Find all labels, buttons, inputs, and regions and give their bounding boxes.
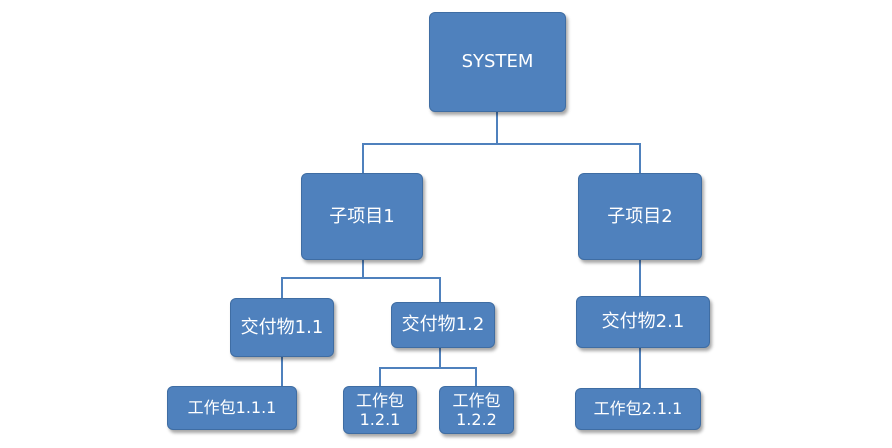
node-workpackage-2-1-1: 工作包2.1.1 [575, 388, 701, 430]
node-deliverable-2-1: 交付物2.1 [576, 296, 710, 348]
node-workpackage-1-2-1-label: 工作包 1.2.1 [355, 390, 404, 429]
connector-d12-to-w121 [379, 348, 441, 386]
node-subproject-2: 子项目2 [578, 173, 702, 260]
node-deliverable-2-1-label: 交付物2.1 [601, 311, 685, 333]
node-subproject-2-label: 子项目2 [607, 205, 673, 227]
node-system-label: SYSTEM [461, 51, 534, 73]
node-system: SYSTEM [429, 12, 566, 112]
node-workpackage-1-2-1: 工作包 1.2.1 [343, 386, 417, 434]
node-workpackage-1-2-2: 工作包 1.2.2 [439, 386, 514, 434]
node-deliverable-1-2: 交付物1.2 [391, 302, 495, 348]
node-workpackage-1-1-1-label: 工作包1.1.1 [187, 398, 277, 418]
node-workpackage-1-2-2-label: 工作包 1.2.2 [452, 390, 501, 429]
node-deliverable-1-1: 交付物1.1 [230, 298, 334, 357]
connector-sub1-to-d12 [363, 277, 441, 302]
node-deliverable-1-2-label: 交付物1.2 [401, 314, 485, 336]
node-workpackage-2-1-1-label: 工作包2.1.1 [593, 399, 683, 419]
connector-system-to-sub1 [362, 112, 498, 173]
connector-system-to-sub2 [497, 143, 641, 173]
node-deliverable-1-1-label: 交付物1.1 [240, 316, 324, 338]
node-subproject-1: 子项目1 [301, 173, 423, 260]
node-workpackage-1-1-1: 工作包1.1.1 [167, 386, 297, 430]
connector-d12-to-w122 [440, 367, 477, 386]
connector-sub1-to-d11 [281, 260, 364, 298]
node-subproject-1-label: 子项目1 [329, 205, 395, 227]
